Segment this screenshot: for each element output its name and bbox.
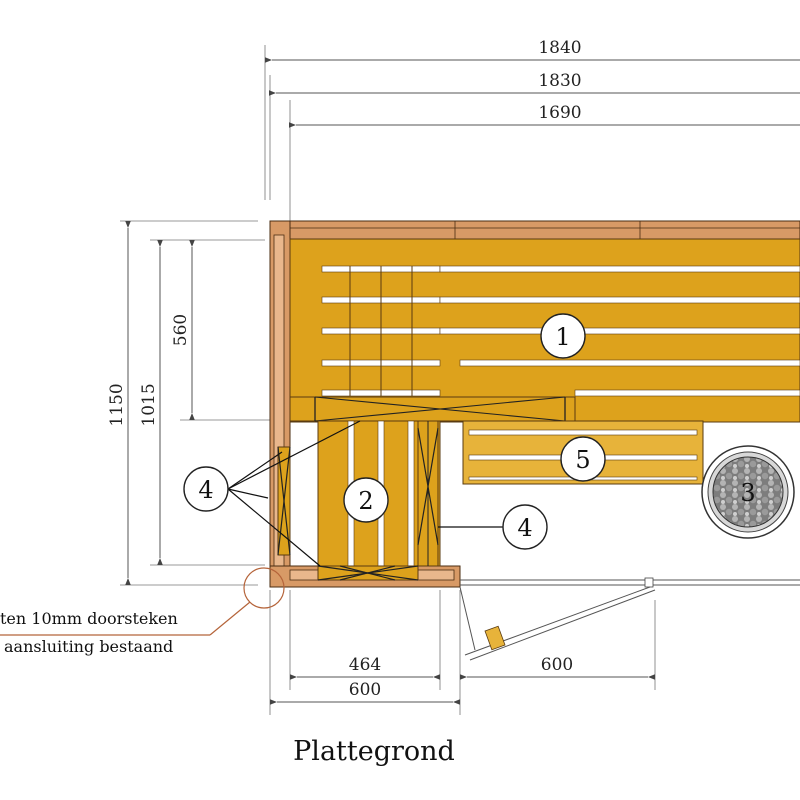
callout-2: 2 [343,477,389,523]
upper-bench-slat-gaps [321,265,800,397]
note-line-1: ten 10mm doorsteken [0,609,178,628]
back-wall [269,220,800,240]
corner-note: ten 10mm doorsteken aansluiting bestaand [0,567,285,656]
callout-2-label: 2 [358,487,373,515]
dimension-label-1150: 1150 [107,383,127,426]
lower-bench [277,420,441,581]
bottom-dimensions: 464 600 600 [269,590,656,715]
dimension-label-1690: 1690 [538,103,581,123]
dimension-label-560: 560 [171,314,191,346]
left-dimensions: 1150 1015 560 [107,220,290,586]
dimension-label-600-door: 600 [541,655,573,675]
callout-3-label: 3 [740,479,755,507]
callout-5-label: 5 [575,446,590,474]
callout-4-right: 4 [502,504,548,550]
dimension-label-1840: 1840 [538,38,581,58]
door [459,577,800,661]
callout-1-label: 1 [555,323,570,351]
drawing-title: Plattegrond [293,736,455,767]
sauna-heater [701,445,795,539]
callout-4-left-label: 4 [198,476,213,504]
callout-4-right-label: 4 [517,514,532,542]
callout-3: 3 [740,479,755,507]
callout-1: 1 [540,313,586,359]
note-line-2: aansluiting bestaand [4,637,173,656]
dimension-label-600-bottom: 600 [349,680,381,700]
callout-4-left: 4 [183,466,229,512]
callout-leaders [227,420,503,567]
door-handle [484,625,506,651]
dimension-label-1015: 1015 [139,383,159,426]
dimension-label-1830: 1830 [538,71,581,91]
callout-5: 5 [560,436,606,482]
top-dimensions: 1840 1830 1690 [264,38,800,230]
dimension-label-464: 464 [349,655,381,675]
